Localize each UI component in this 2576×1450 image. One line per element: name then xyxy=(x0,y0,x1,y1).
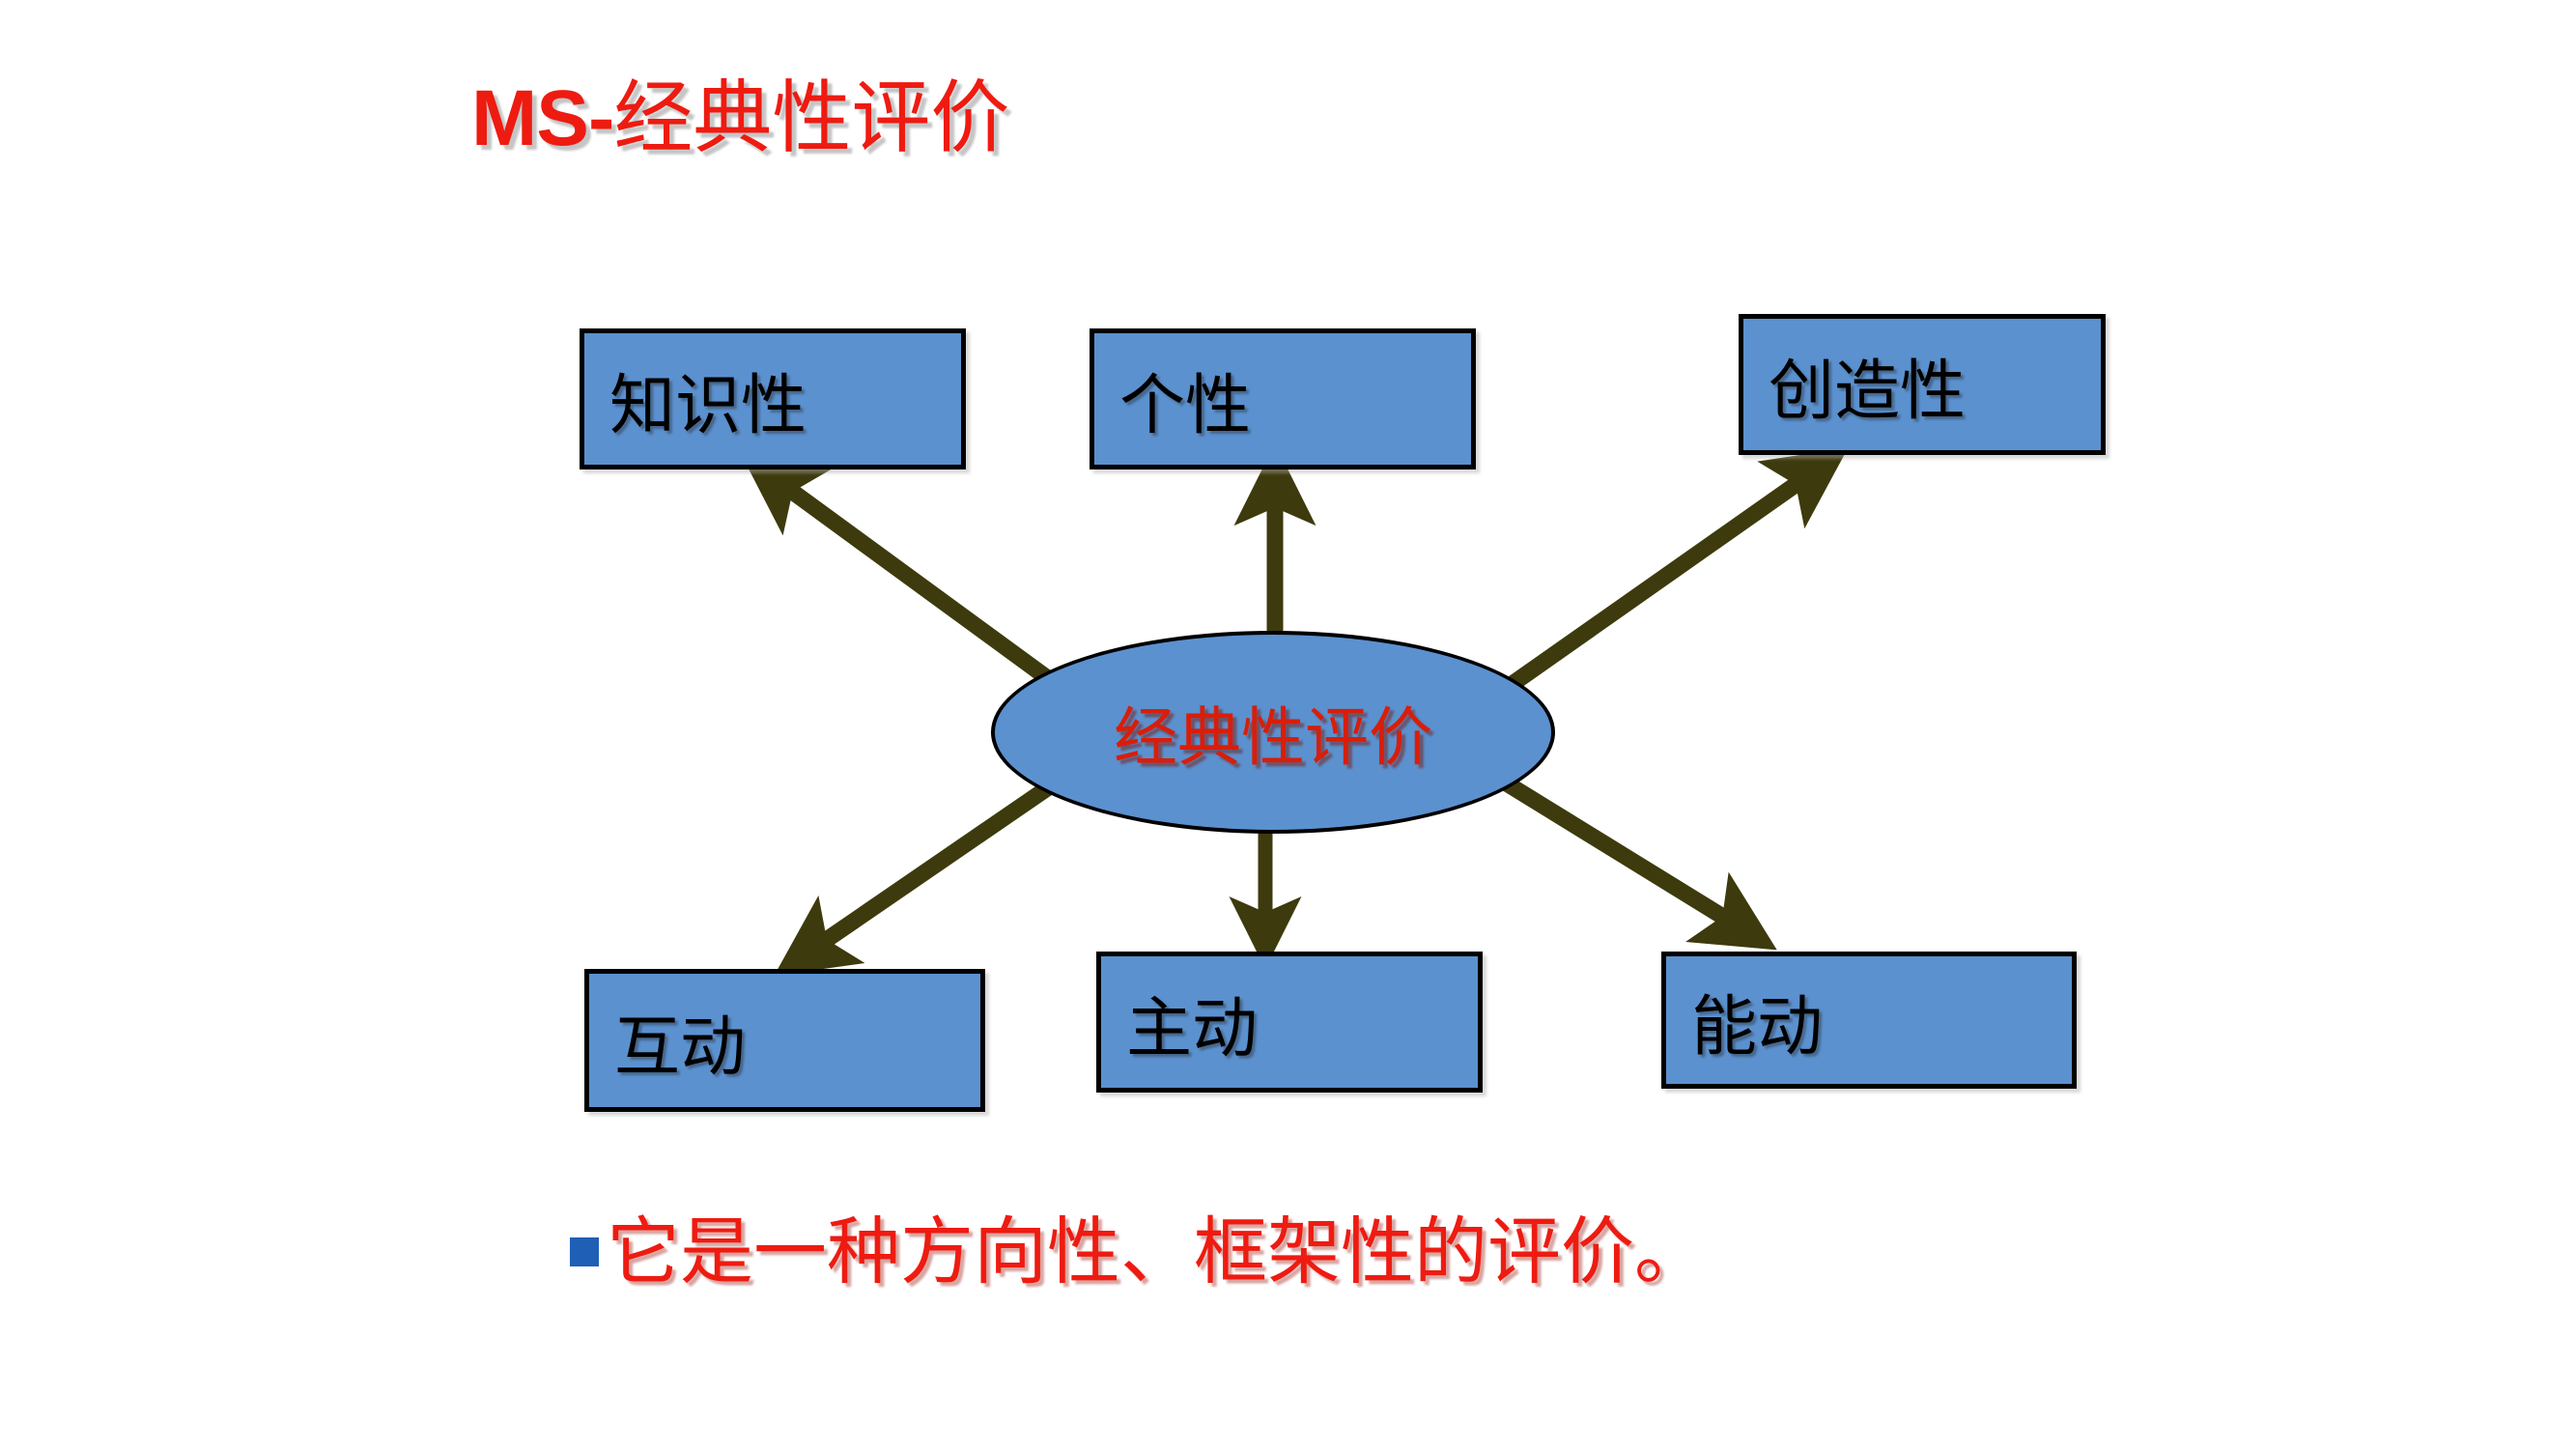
arrow-hub-to-nengdong xyxy=(1497,773,1777,951)
page-title-han: 经典性评价 xyxy=(613,72,1010,164)
node-box-chuangzao[interactable]: 创造性 xyxy=(1739,314,2106,455)
node-label-nengdong: 能动 xyxy=(1691,988,1824,1066)
page-title-latin: MS- xyxy=(471,74,614,162)
node-box-hudong[interactable]: 互动 xyxy=(584,969,985,1112)
node-label-chuangzao: 创造性 xyxy=(1769,353,1967,430)
bullet-item-text: 它是一种方向性、框架性的评价。 xyxy=(607,1208,1708,1294)
bullet-list-item: 它是一种方向性、框架性的评价。 xyxy=(570,1215,1708,1289)
node-label-zhudong: 主动 xyxy=(1126,990,1259,1067)
node-label-hudong: 互动 xyxy=(614,1009,747,1086)
center-hub-label: 经典性评价 xyxy=(1114,700,1432,775)
node-box-zhudong[interactable]: 主动 xyxy=(1096,952,1483,1093)
arrow-hub-to-chuangzao xyxy=(1502,447,1849,695)
square-bullet-icon xyxy=(570,1237,599,1266)
center-hub-ellipse[interactable]: 经典性评价 xyxy=(991,631,1555,834)
node-box-zhishixing[interactable]: 知识性 xyxy=(580,328,966,469)
node-label-zhishixing: 知识性 xyxy=(609,367,807,444)
node-label-gexing: 个性 xyxy=(1119,367,1252,444)
arrow-hub-to-zhishixing xyxy=(741,453,1059,689)
page-title: MS-经典性评价 xyxy=(471,79,1009,158)
node-box-nengdong[interactable]: 能动 xyxy=(1661,952,2077,1089)
node-box-gexing[interactable]: 个性 xyxy=(1090,328,1476,469)
arrow-hub-to-hudong xyxy=(774,777,1058,977)
